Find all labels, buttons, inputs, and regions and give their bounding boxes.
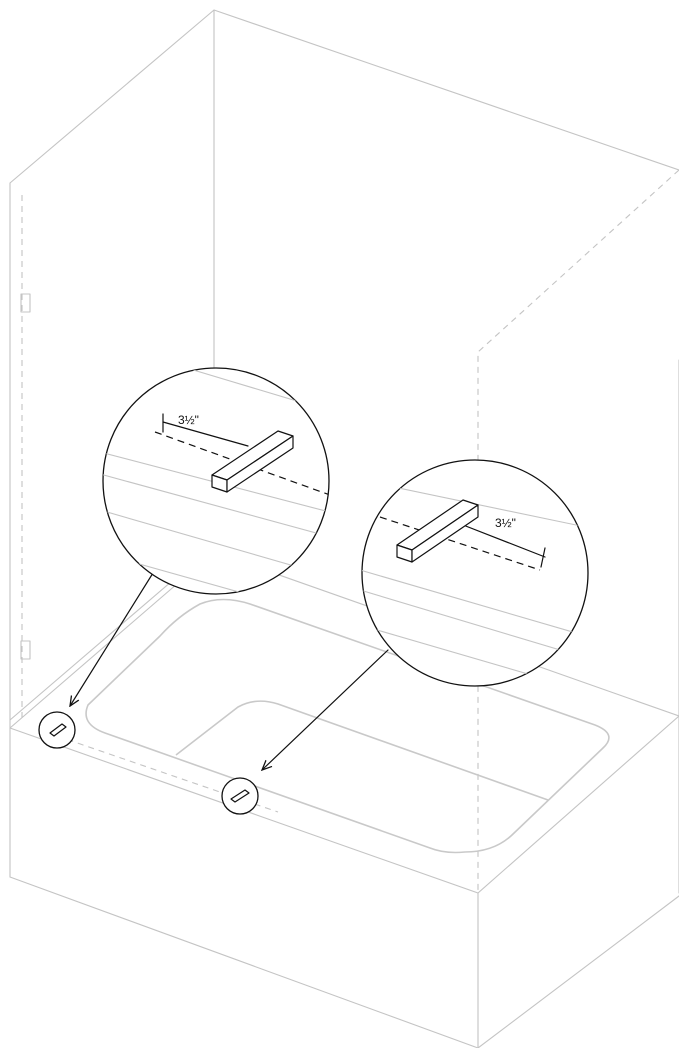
detail-left-dimension-label: 3½"	[178, 413, 199, 427]
hinge-top-icon	[20, 293, 31, 313]
callout-left-small[interactable]	[38, 711, 76, 749]
detail-right-circle	[361, 459, 589, 687]
detail-right-block-side	[411, 504, 479, 563]
glass-hinges	[20, 293, 31, 660]
detail-left-glass-line-dashed	[154, 431, 329, 496]
detail-right-glass-line-dashed	[379, 516, 541, 571]
tub-basin-floor	[175, 700, 549, 801]
right-wall-open-side-dashed	[477, 169, 679, 893]
callout-center-small[interactable]	[221, 777, 259, 815]
detail-left: 3½"	[102, 367, 330, 595]
detail-left-dimension-line	[162, 421, 249, 447]
detail-left-rim-line-4	[103, 552, 329, 594]
back-wall-outline	[9, 9, 679, 184]
detail-right-rim-line-2	[362, 569, 588, 641]
front-rim-dashed-guide	[56, 735, 279, 813]
arrow-left-detail	[70, 572, 154, 706]
detail-right: 3½"	[361, 459, 589, 687]
hinge-bottom-icon	[20, 640, 31, 660]
bathtub	[9, 544, 679, 1048]
setting-block-icon	[49, 723, 67, 737]
detail-right-dimension-line	[457, 522, 546, 558]
tub-apron-outline	[9, 876, 679, 1048]
detail-right-dimension-label: 3½"	[495, 516, 516, 530]
detail-right-dimension-tick	[540, 547, 546, 568]
tub-rim-front-edge	[9, 715, 679, 894]
detail-left-block-side	[226, 435, 294, 493]
setting-block-icon	[230, 789, 250, 803]
arrow-right-detail	[262, 649, 389, 770]
